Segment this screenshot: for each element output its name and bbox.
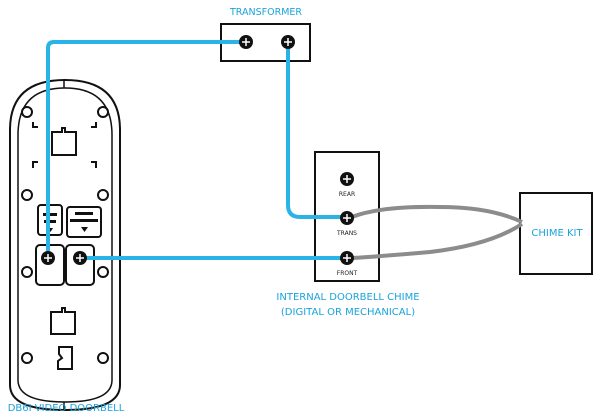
chime-kit-box	[519, 192, 593, 275]
doorbell-plate-text	[43, 212, 98, 232]
gray-wires	[351, 204, 524, 260]
transformer-terminal-left	[239, 35, 253, 49]
chime-terminal-label-front: FRONT	[336, 270, 358, 277]
chime-terminal-trans	[340, 211, 354, 225]
chime-terminal-front	[340, 251, 354, 265]
transformer-terminal-right	[281, 35, 295, 49]
doorbell-terminal-left	[41, 251, 55, 265]
doorbell-device	[9, 78, 121, 412]
chime-label-line1: INTERNAL DOORBELL CHIME	[276, 292, 420, 303]
doorbell-label: DB6I VIDEO DOORBELL	[7, 403, 125, 414]
chime-terminal-rear	[340, 172, 354, 186]
chime-terminal-label-trans: TRANS	[337, 230, 357, 237]
transformer-label: TRANSFORMER	[230, 7, 302, 18]
chime-terminal-label-rear: REAR	[338, 191, 356, 198]
terminals	[41, 35, 354, 265]
transformer-box	[220, 23, 311, 62]
doorbell-terminal-right	[73, 251, 87, 265]
blue-wires	[46, 40, 344, 260]
chime-kit-label: CHIME KIT	[531, 228, 583, 239]
chime-label-line2: (DIGITAL OR MECHANICAL)	[280, 307, 416, 318]
